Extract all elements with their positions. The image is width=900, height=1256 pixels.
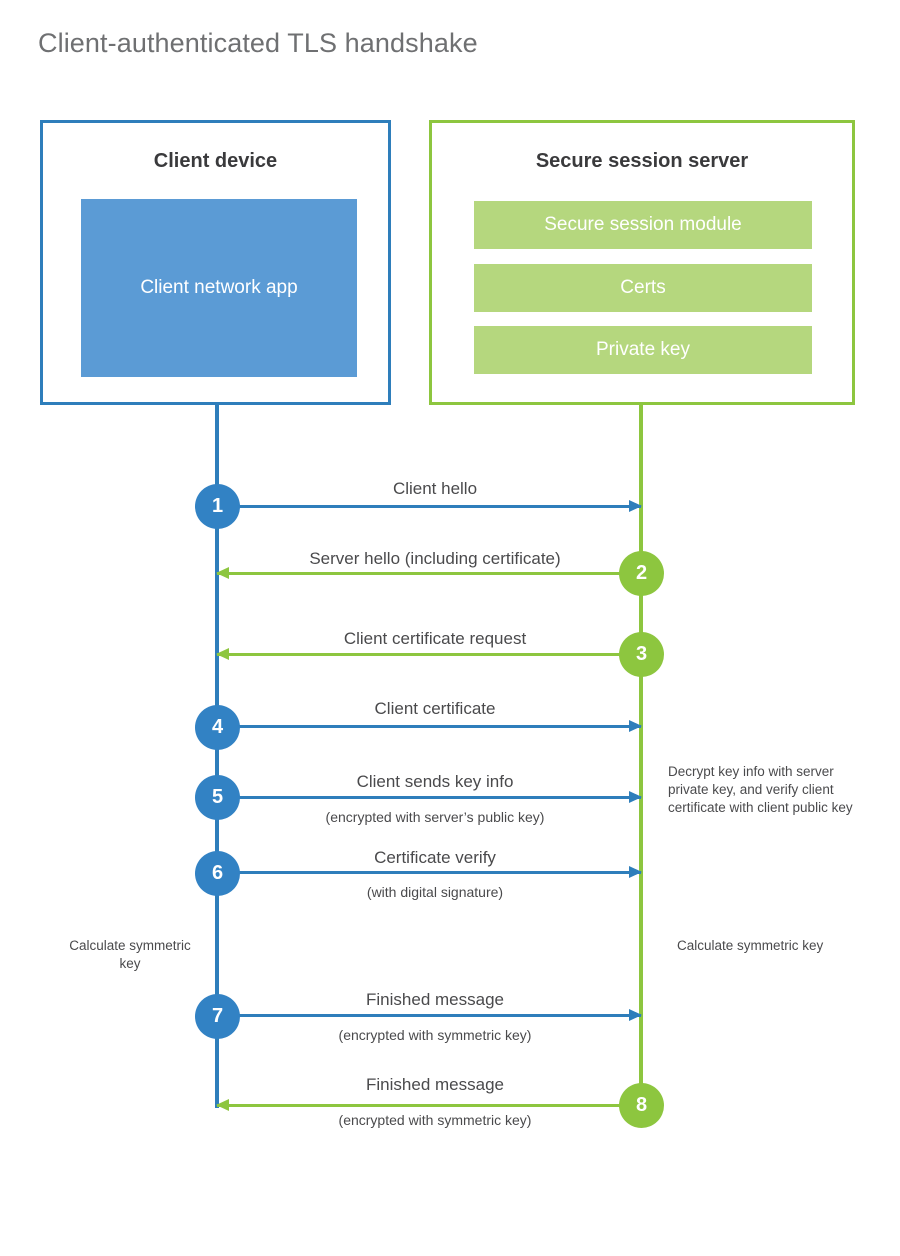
message-label-step-3: Client certificate request xyxy=(343,629,527,648)
step-badge-7[interactable]: 7 xyxy=(195,994,240,1039)
arrowhead-right-icon xyxy=(629,500,642,512)
message-label-step-5: Client sends key info xyxy=(356,772,514,791)
arrow-step-5 xyxy=(217,791,642,803)
arrow-step-8 xyxy=(216,1099,641,1111)
step-badge-6[interactable]: 6 xyxy=(195,851,240,896)
message-label-step-4: Client certificate xyxy=(374,699,496,718)
certs-block: Certs xyxy=(474,264,812,312)
note-server-calculate-symmetric-key: Calculate symmetric key xyxy=(677,938,824,953)
client-network-app-block: Client network app xyxy=(81,199,357,377)
secure-session-module-block: Secure session module xyxy=(474,201,812,249)
arrowhead-left-icon xyxy=(216,1099,229,1111)
message-label-step-2: Server hello (including certificate) xyxy=(309,549,561,568)
arrow-step-3 xyxy=(216,648,641,660)
arrow-step-4 xyxy=(217,720,642,732)
arrow-step-7 xyxy=(217,1009,642,1021)
arrow-step-6 xyxy=(217,866,642,878)
message-label-step-8: Finished message xyxy=(366,1075,504,1094)
arrow-step-2 xyxy=(216,567,641,579)
step-badge-2[interactable]: 2 xyxy=(619,551,664,596)
arrowhead-right-icon xyxy=(629,1009,642,1021)
private-key-block: Private key xyxy=(474,326,812,374)
step-badge-1[interactable]: 1 xyxy=(195,484,240,529)
arrowhead-left-icon xyxy=(216,648,229,660)
arrowhead-right-icon xyxy=(629,720,642,732)
note-client-calculate-symmetric-key: Calculate symmetric key xyxy=(69,938,191,972)
message-sublabel-step-8: (encrypted with symmetric key) xyxy=(338,1112,532,1128)
step-badge-8[interactable]: 8 xyxy=(619,1083,664,1128)
step-badge-3[interactable]: 3 xyxy=(619,632,664,677)
message-label-step-7: Finished message xyxy=(366,990,504,1009)
message-label-step-1: Client hello xyxy=(392,479,478,498)
message-sublabel-step-6: (with digital signature) xyxy=(366,884,504,900)
arrowhead-left-icon xyxy=(216,567,229,579)
message-label-step-6: Certificate verify xyxy=(374,848,496,867)
server-lifeline xyxy=(639,404,643,1107)
step-badge-5[interactable]: 5 xyxy=(195,775,240,820)
client-device-box: Client device Client network app xyxy=(40,120,391,405)
note-server-decrypt: Decrypt key info with server private key… xyxy=(668,764,853,816)
message-sublabel-step-7: (encrypted with symmetric key) xyxy=(338,1027,532,1043)
arrowhead-right-icon xyxy=(629,791,642,803)
step-badge-4[interactable]: 4 xyxy=(195,705,240,750)
client-device-title: Client device xyxy=(153,150,278,172)
message-sublabel-step-5: (encrypted with server’s public key) xyxy=(325,809,545,825)
secure-session-server-title: Secure session server xyxy=(535,150,749,172)
arrow-step-1 xyxy=(217,500,642,512)
page-title: Client-authenticated TLS handshake xyxy=(38,28,478,58)
arrowhead-right-icon xyxy=(629,866,642,878)
client-lifeline xyxy=(215,404,219,1108)
secure-session-server-box: Secure session server Secure session mod… xyxy=(429,120,855,405)
